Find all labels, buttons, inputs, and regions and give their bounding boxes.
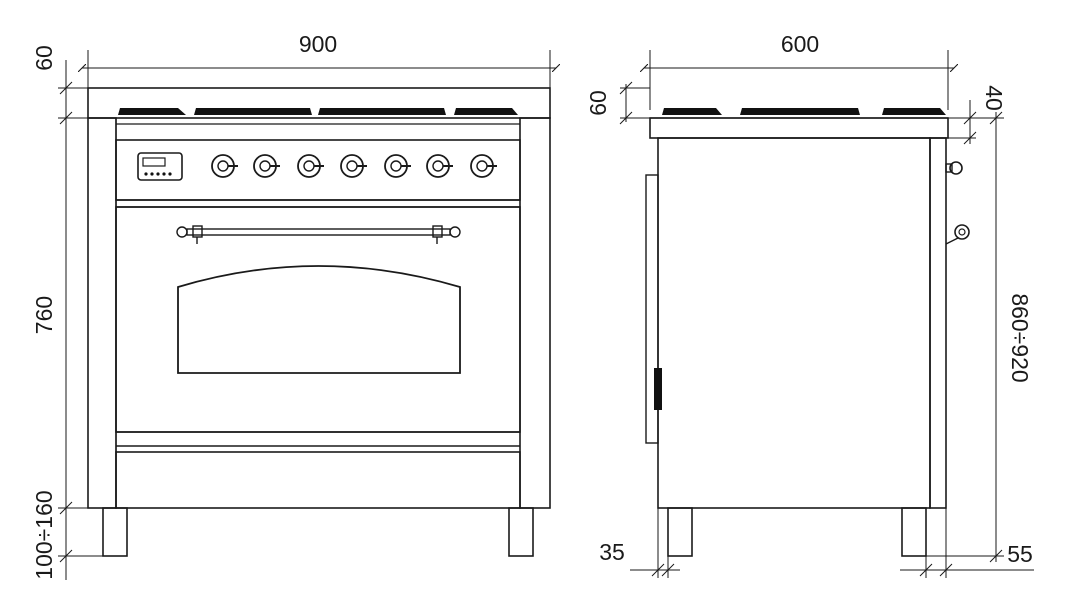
dim-side-front-offset: 55: [1007, 541, 1033, 567]
side-rear-leg: [667, 507, 693, 557]
front-left-side-panel: [87, 117, 117, 509]
side-rear-bracket: [654, 368, 662, 410]
dim-side-rear-offset: 35: [599, 539, 625, 565]
side-front-panel: [929, 137, 947, 509]
oven-door-handle: [176, 225, 461, 244]
front-burner-grates: [118, 108, 518, 115]
front-view: 900 60 760 100÷160: [31, 31, 556, 580]
oven-window: [177, 265, 461, 374]
dim-side-depth: 600: [781, 31, 819, 57]
dim-side-total-height: 860÷920: [1007, 293, 1033, 382]
front-right-side-panel: [519, 117, 551, 509]
knob-6: [426, 154, 453, 178]
knob-7: [470, 154, 497, 178]
dim-front-body-height: 760: [31, 296, 57, 334]
knob-2: [253, 154, 280, 178]
knob-4: [340, 154, 367, 178]
front-right-leg: [508, 507, 534, 557]
control-panel: [115, 139, 521, 201]
front-worktop: [87, 87, 551, 119]
dim-front-top-thickness: 60: [31, 45, 57, 71]
knob-5: [384, 154, 411, 178]
knob-1: [211, 154, 238, 178]
dim-front-width: 900: [299, 31, 337, 57]
dim-side-top-offset: 40: [981, 85, 1007, 111]
control-knobs: [211, 154, 497, 178]
side-view: 600 60 40 860÷920 35 55: [585, 31, 1034, 578]
side-front-leg: [901, 507, 927, 557]
side-rear-panel: [645, 174, 659, 444]
side-burner-grates: [662, 108, 946, 115]
timer-display: [137, 152, 183, 181]
side-handle: [945, 224, 970, 245]
front-left-leg: [102, 507, 128, 557]
side-body: [657, 137, 931, 509]
side-knob: [945, 161, 963, 175]
knob-3: [297, 154, 324, 178]
storage-drawer: [115, 451, 521, 509]
dim-front-leg-height: 100÷160: [31, 490, 57, 579]
side-worktop: [649, 117, 949, 139]
dim-side-top-thickness: 60: [585, 90, 611, 116]
